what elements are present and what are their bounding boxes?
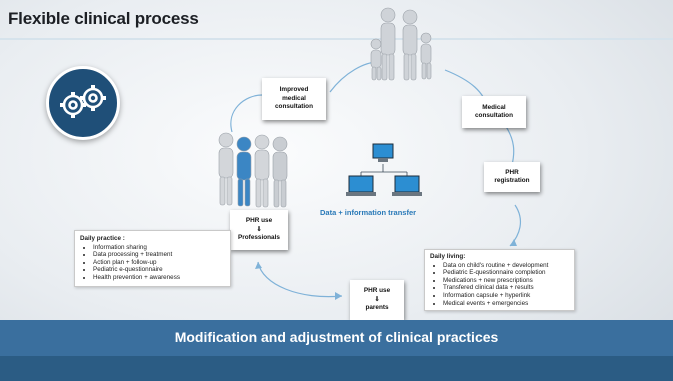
improved-line-2: medical — [282, 94, 306, 102]
list-item: Information capsule + hyperlink — [443, 292, 570, 300]
data-transfer-label: Data + information transfer — [320, 208, 417, 217]
medical-line-2: consultation — [475, 112, 513, 119]
list-item: Information sharing — [93, 244, 226, 252]
list-item: Data processing + treatment — [93, 251, 226, 259]
list-item: Data on child's routine + development — [443, 262, 570, 270]
phr-professionals-line-1: PHR use — [245, 217, 273, 225]
daily-practice-list: Information sharing Data processing + tr… — [80, 244, 226, 282]
improved-line-3: consultation — [275, 103, 313, 111]
list-item: Transfered clinical data + results — [443, 284, 570, 292]
daily-practice-note: Daily practice : Information sharing Dat… — [74, 230, 231, 287]
bottom-bar — [0, 356, 673, 381]
phr-professionals-line-3: Professionals — [238, 234, 280, 242]
daily-living-note: Daily living: Data on child's routine + … — [424, 249, 575, 312]
network-computers-icon — [346, 143, 422, 196]
daily-living-list: Data on child's routine + development Pe… — [430, 262, 570, 308]
banner — [0, 320, 673, 356]
phr-parents-arrow: ⇓ — [374, 295, 380, 303]
banner-title: Modification and adjustment of clinical … — [174, 329, 499, 345]
list-item: Medical events + emergencies — [443, 300, 570, 308]
list-item: Pediatric E-questionnaire completion — [443, 269, 570, 277]
improved-line-1: Improved — [279, 86, 309, 94]
list-item: Action plan + follow-up — [93, 259, 226, 267]
daily-practice-heading: Daily practice : — [80, 235, 125, 242]
phr-registration-line-1: PHR — [505, 168, 519, 176]
phr-registration-box: PHR registration — [484, 162, 540, 192]
medical-consultation-box: Medical consultation — [462, 96, 526, 128]
list-item: Pediatric e-questionnaire — [93, 266, 226, 274]
list-item: Health prevention + awareness — [93, 274, 226, 282]
medical-line-1: Medical — [482, 103, 506, 111]
daily-living-heading: Daily living: — [430, 253, 466, 260]
phr-professionals-arrow: ⇓ — [256, 225, 262, 233]
list-item: Medications + new prescriptions — [443, 277, 570, 285]
phr-parents-line-1: PHR use — [363, 287, 391, 295]
improved-consultation-box: Improved medical consultation — [262, 78, 326, 120]
phr-parents-box: PHR use ⇓ parents — [350, 280, 404, 320]
family-figures — [370, 7, 432, 81]
phr-professionals-box: PHR use ⇓ Professionals — [230, 210, 288, 250]
professional-figures — [218, 132, 288, 208]
phr-registration-line-2: registration — [494, 177, 530, 184]
title-divider — [0, 38, 673, 40]
phr-parents-line-3: parents — [365, 304, 389, 312]
slide-title: Flexible clinical process — [8, 9, 199, 28]
gears-icon — [46, 66, 120, 140]
